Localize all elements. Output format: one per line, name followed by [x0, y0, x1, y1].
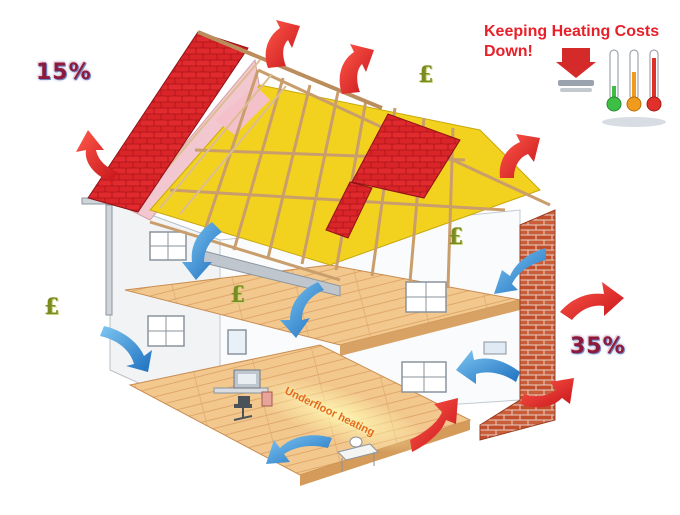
- heat-arrow-wall-lower: [520, 378, 574, 408]
- page-title: Keeping Heating Costs Down!: [484, 22, 674, 62]
- roof: [87, 30, 551, 297]
- cold-arrow-attic: [182, 222, 222, 280]
- pound-symbol-attic: £: [448, 224, 464, 250]
- cold-draught-arrows: [100, 222, 546, 464]
- pound-symbol-roof: £: [418, 62, 434, 88]
- lower-right-window: [401, 361, 447, 393]
- computer-desk: [213, 369, 273, 407]
- title-line-1: Keeping Heating Costs: [484, 23, 660, 40]
- heat-arrow-roof-2: [339, 44, 374, 94]
- heat-arrow-floor: [410, 398, 458, 452]
- down-arrow-icon: [556, 48, 596, 92]
- wall-heat-loss-label: 35%: [570, 334, 626, 359]
- roof-tiles-right: [351, 113, 461, 199]
- upper-left-window: [149, 231, 187, 261]
- roof-tiles-strip: [325, 181, 373, 239]
- cold-arrow-upper-left: [100, 326, 152, 372]
- pound-symbol-left: £: [44, 294, 60, 320]
- roof-tiles-left: [87, 31, 249, 213]
- thermometer-icon: [602, 49, 666, 127]
- underfloor-heating-glow: [249, 376, 431, 454]
- brick-wall: [479, 209, 556, 441]
- cold-arrow-right-upper: [494, 248, 546, 294]
- office-chair: [233, 396, 253, 421]
- title-line-2: Down!: [484, 43, 533, 60]
- lower-left-window: [147, 315, 185, 347]
- heat-arrow-roof-1: [265, 20, 300, 68]
- heat-arrow-roof-right: [499, 134, 540, 178]
- drainpipe: [105, 204, 113, 316]
- roof-heat-loss-label: 15%: [36, 60, 92, 85]
- heat-loss-arrows: [76, 20, 624, 452]
- upper-right-window: [405, 281, 447, 313]
- pound-symbol-upper-floor: £: [230, 282, 246, 308]
- heating-costs-graphic: [556, 48, 666, 127]
- picture-frame: [227, 329, 247, 355]
- cold-arrow-right-lower: [456, 350, 520, 384]
- heat-arrow-roof-left: [76, 130, 118, 182]
- roof-ridge: [197, 30, 383, 110]
- wall-picture: [483, 341, 507, 355]
- cold-arrow-floor: [266, 435, 332, 464]
- heat-arrow-wall-upper: [560, 282, 624, 320]
- side-table-lamp: [337, 436, 379, 472]
- cold-arrow-center: [280, 282, 324, 338]
